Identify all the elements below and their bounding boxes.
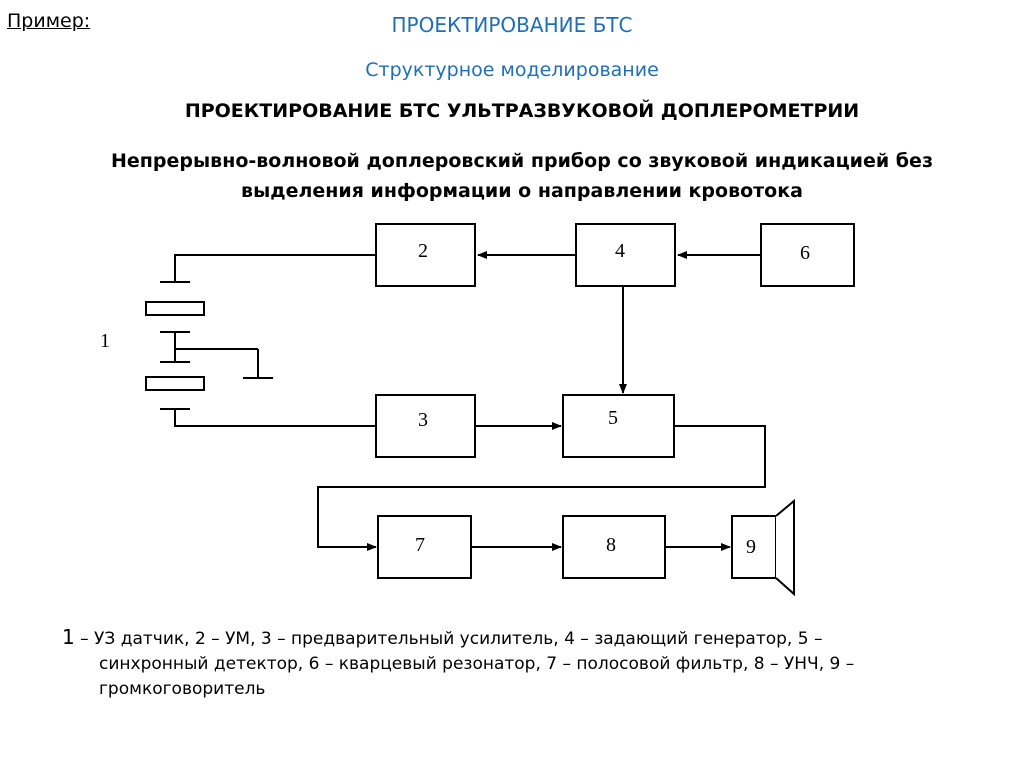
description-line-1: Непрерывно-волновой доплеровский прибор … bbox=[111, 150, 933, 172]
block-7-bandpass-filter bbox=[377, 515, 472, 579]
sensor-plate-bottom bbox=[145, 376, 205, 391]
block-4-master-oscillator bbox=[575, 223, 676, 287]
block-4-label: 4 bbox=[615, 240, 625, 262]
block-7-label: 7 bbox=[415, 534, 425, 556]
sensor-label: 1 bbox=[100, 330, 110, 352]
arrow-5-to-7 bbox=[317, 425, 766, 551]
legend-line-1: 1 – УЗ датчик, 2 – УМ, 3 – предварительн… bbox=[62, 625, 962, 652]
block-6-crystal-resonator bbox=[760, 223, 855, 287]
sensor-plate-top bbox=[145, 301, 205, 316]
block-3-label: 3 bbox=[418, 409, 428, 431]
ultrasound-sensor bbox=[145, 258, 273, 427]
block-9-label: 9 bbox=[746, 536, 756, 558]
wire-block2-to-sensor bbox=[174, 254, 376, 259]
block-5-label: 5 bbox=[608, 407, 618, 429]
block-8-audio-amplifier bbox=[562, 515, 666, 579]
loudspeaker-cone bbox=[775, 498, 795, 597]
block-5-synchronous-detector bbox=[562, 394, 675, 458]
section-heading: ПРОЕКТИРОВАНИЕ БТС УЛЬТРАЗВУКОВОЙ ДОПЛЕР… bbox=[184, 100, 860, 122]
block-8-label: 8 bbox=[606, 534, 616, 556]
legend-line-2: синхронный детектор, 6 – кварцевый резон… bbox=[99, 654, 855, 674]
description-line-2: выделения информации о направлении крово… bbox=[241, 180, 803, 202]
legend-line-1-text: – УЗ датчик, 2 – УМ, 3 – предварительный… bbox=[74, 629, 823, 649]
legend-line-3: громкоговоритель bbox=[99, 679, 266, 699]
legend-lead-number: 1 bbox=[62, 625, 75, 649]
slide-subtitle: Структурное моделирование bbox=[365, 59, 659, 81]
example-label: Пример: bbox=[7, 10, 91, 32]
block-3-preamplifier bbox=[375, 394, 476, 458]
diagram-legend: 1 – УЗ датчик, 2 – УМ, 3 – предварительн… bbox=[62, 625, 962, 702]
diagram-description: Непрерывно-волновой доплеровский прибор … bbox=[0, 146, 1024, 206]
block-2-label: 2 bbox=[418, 240, 428, 262]
block-6-label: 6 bbox=[800, 242, 810, 264]
slide-title: ПРОЕКТИРОВАНИЕ БТС bbox=[391, 13, 633, 37]
